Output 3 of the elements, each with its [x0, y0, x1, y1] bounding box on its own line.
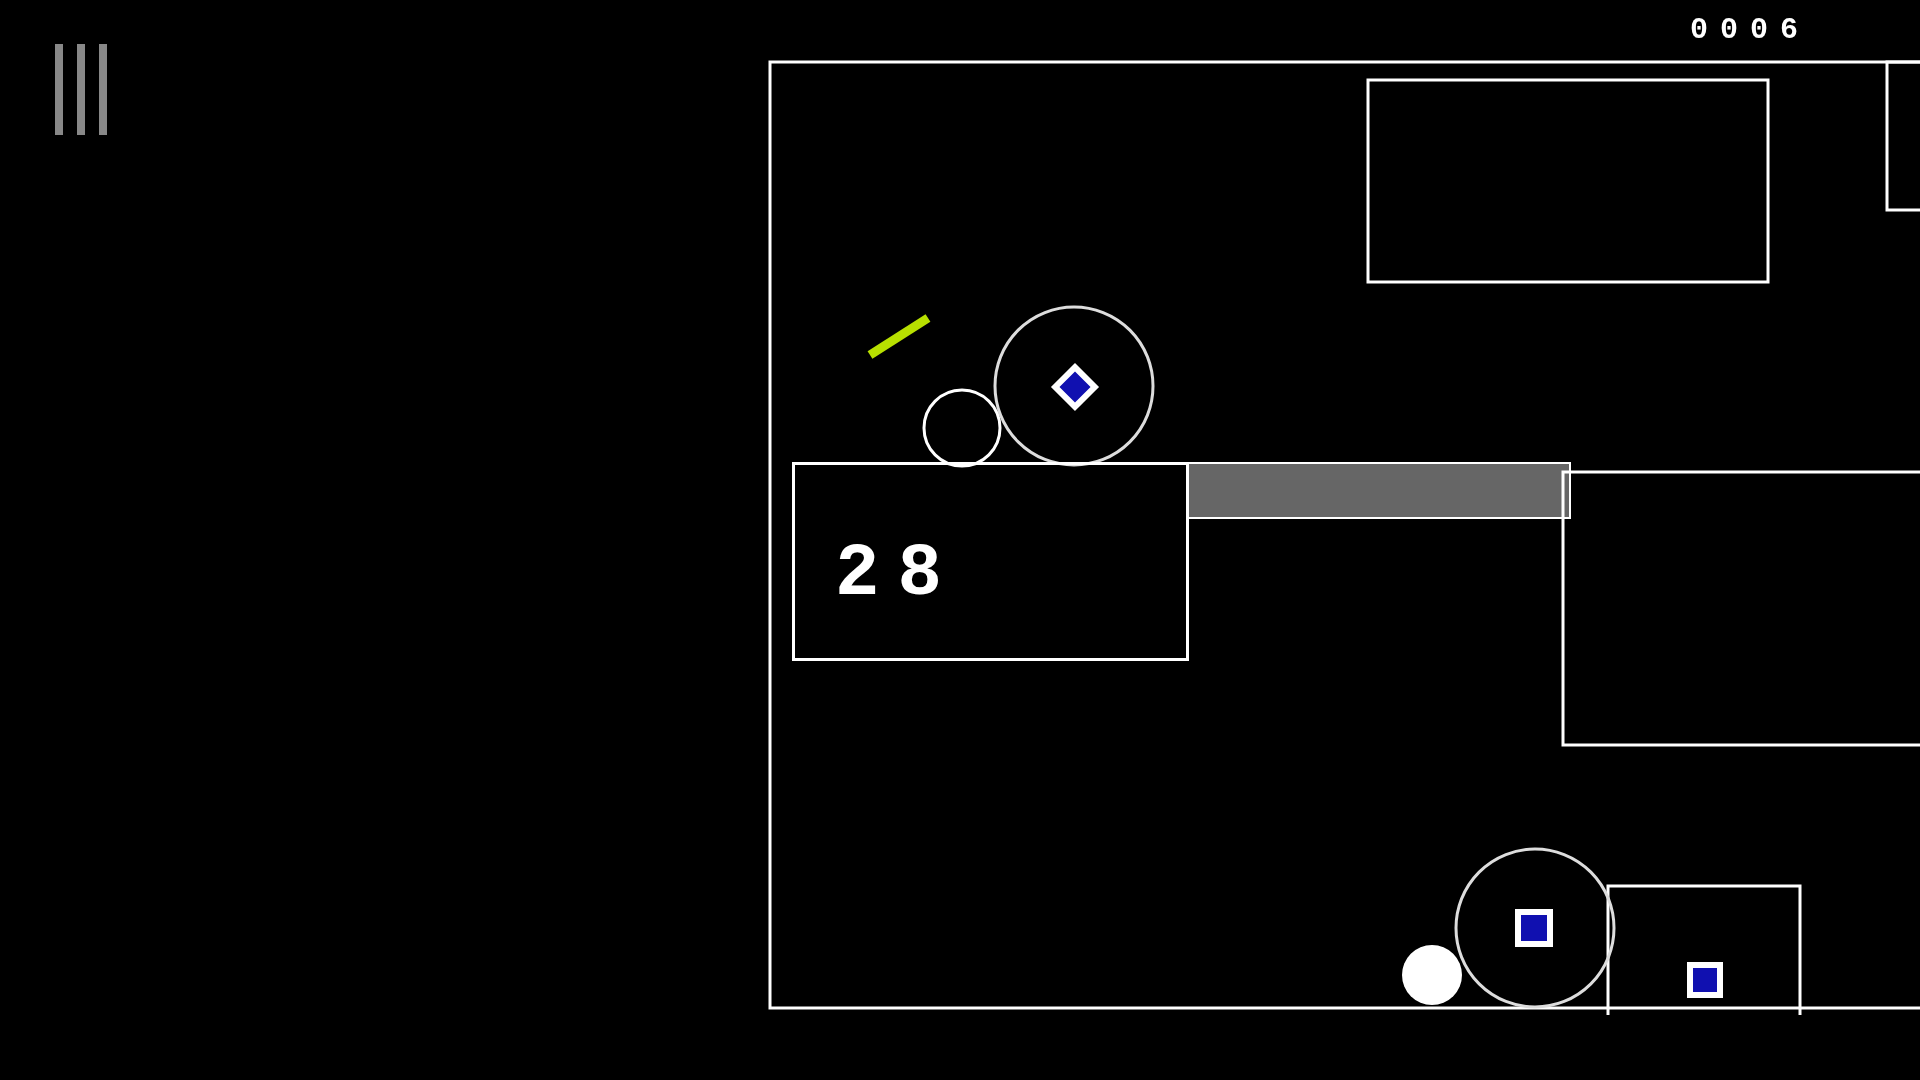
level-number: 28: [835, 535, 960, 613]
wall-block: [792, 462, 1189, 661]
score-counter: 0006: [1690, 12, 1810, 48]
